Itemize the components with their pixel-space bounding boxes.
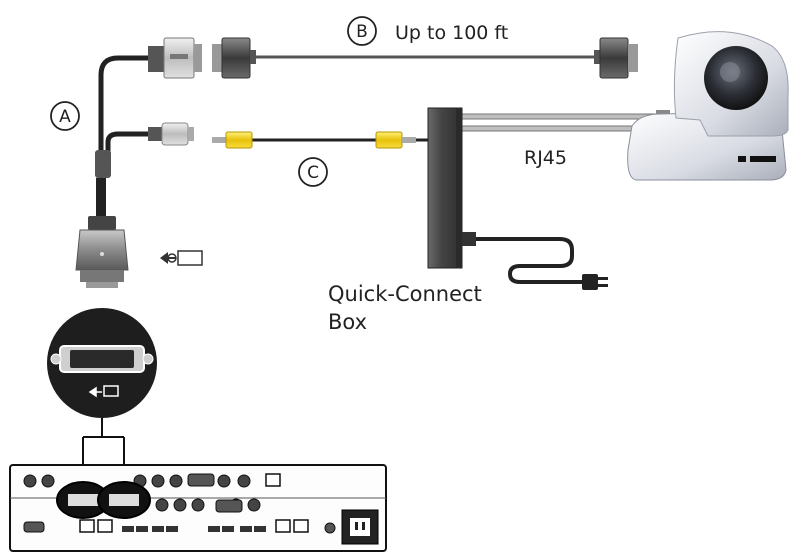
cable-b-right-connector [594, 37, 638, 79]
panel-power-inlet [341, 509, 379, 545]
label-c-text: C [307, 163, 319, 183]
power-cord [462, 232, 608, 290]
ptz-camera [627, 31, 789, 181]
codec-rear-panel [9, 464, 387, 552]
cable-b [212, 37, 638, 79]
label-a-text: A [59, 107, 71, 127]
cable-a-camera-connector [148, 37, 202, 79]
label-b: B [347, 16, 377, 46]
cable-c-right-plug [375, 131, 416, 149]
label-a: A [50, 101, 80, 131]
cable-a [75, 37, 202, 288]
panel-ethernet-ports [79, 473, 309, 533]
label-c: C [298, 157, 328, 187]
cable-c-left-plug [212, 131, 253, 149]
power-plug-icon [582, 274, 608, 290]
quick-connect-label-line2: Box [328, 310, 367, 334]
cable-b-left-connector [212, 37, 256, 79]
cable-a-dvi-connector [75, 216, 129, 288]
dvi-port-zoom [47, 308, 157, 480]
cable-c [212, 131, 428, 149]
quick-connect-box [427, 107, 463, 269]
dvi-port-icon [88, 385, 119, 398]
camera-input-icon [160, 250, 203, 266]
panel-jack-rows [122, 526, 266, 532]
rj45-label: RJ45 [524, 147, 567, 169]
cable-a-video-connector [148, 122, 194, 146]
quick-connect-label-line1: Quick-Connect [328, 282, 482, 306]
cable-b-length-text: Up to 100 ft [395, 22, 508, 44]
label-b-text: B [356, 22, 368, 42]
panel-dvi-port-2 [97, 481, 151, 519]
